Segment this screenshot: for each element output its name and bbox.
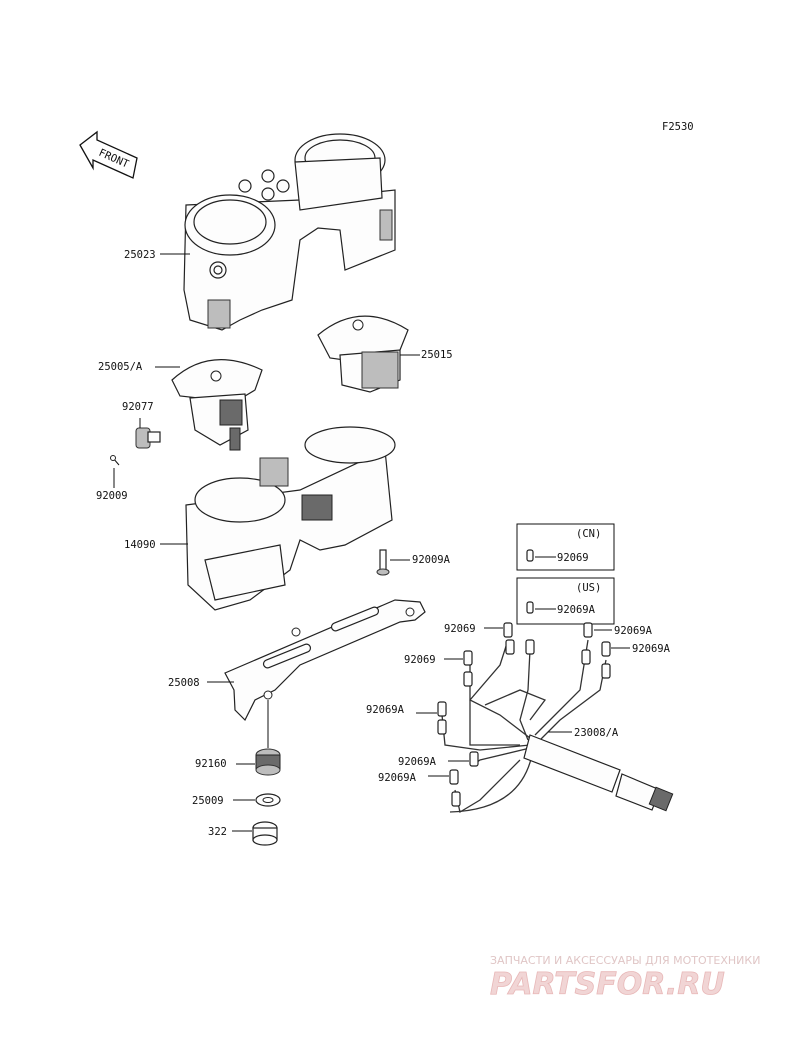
label-92069a-c: 92069A	[366, 704, 405, 716]
label-25005a: 25005/A	[98, 361, 143, 373]
variant-cn-region: (CN)	[576, 528, 601, 540]
label-25009: 25009	[192, 795, 224, 807]
bracket-25008	[224, 599, 426, 722]
watermark-brand: PARTSFOR.RU	[490, 967, 725, 1002]
label-23008a: 23008/A	[574, 727, 619, 739]
watermark-tagline: ЗАПЧАСТИ И АКСЕССУАРЫ ДЛЯ МОТОТЕХНИКИ	[490, 954, 760, 967]
gear-92077	[135, 427, 161, 449]
label-92009a: 92009A	[412, 554, 451, 566]
damper-92160	[255, 700, 281, 776]
variant-box-cn: (CN) 92069	[516, 523, 615, 571]
wiring-harness-23008a	[437, 622, 674, 814]
figure-code: F2530	[662, 121, 694, 133]
label-92069a-e: 92069A	[378, 772, 417, 784]
tachometer-25005a	[171, 359, 263, 451]
variant-cn-part: 92069	[557, 552, 589, 564]
front-arrow-icon: FRONT	[79, 130, 138, 179]
screw-92009	[110, 455, 120, 466]
meter-cover-25023	[183, 133, 396, 331]
label-92069a-a: 92069A	[614, 625, 653, 637]
label-25023: 25023	[124, 249, 156, 261]
nut-322	[252, 821, 278, 846]
label-92009: 92009	[96, 490, 128, 502]
label-14090: 14090	[124, 539, 156, 551]
variant-box-us: (US) 92069A	[516, 577, 615, 625]
label-92069a-b: 92069A	[632, 643, 671, 655]
variant-us-part: 92069A	[557, 604, 596, 616]
meter-25015	[317, 315, 409, 393]
meter-case-14090	[185, 426, 396, 611]
label-92160: 92160	[195, 758, 227, 770]
collar-25009	[255, 793, 281, 807]
label-92077: 92077	[122, 401, 154, 413]
variant-us-region: (US)	[576, 582, 601, 594]
label-92069-b: 92069	[404, 654, 436, 666]
label-92069a-d: 92069A	[398, 756, 437, 768]
label-92069-a: 92069	[444, 623, 476, 635]
bolt-92009a	[376, 549, 390, 576]
label-25008: 25008	[168, 677, 200, 689]
label-25015: 25015	[421, 349, 453, 361]
label-322: 322	[208, 826, 227, 838]
